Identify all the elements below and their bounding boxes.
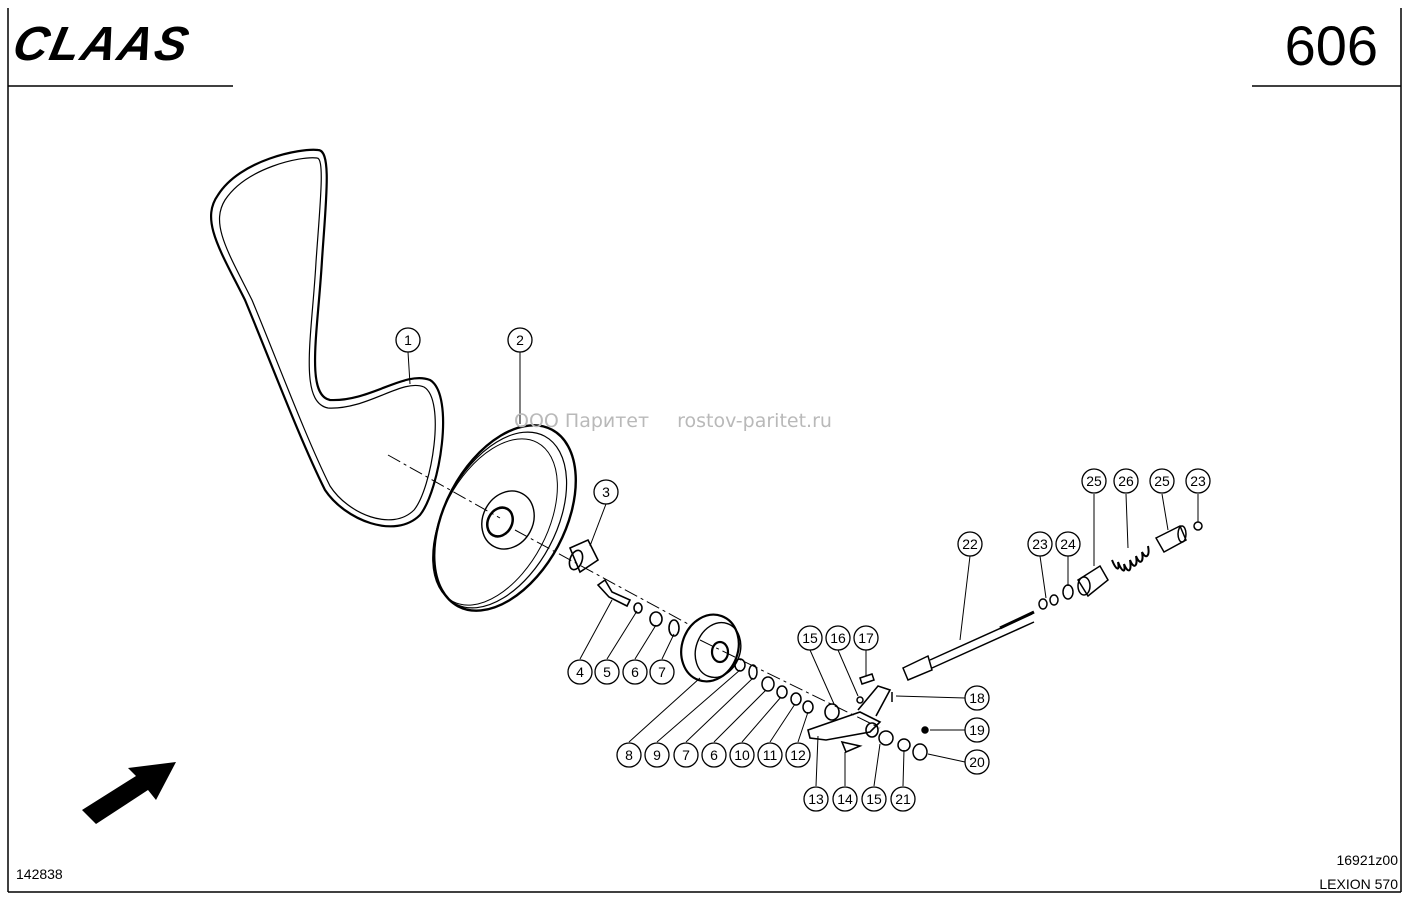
callout-label: 18 [969, 690, 985, 706]
direction-arrow [82, 762, 176, 824]
spring-assembly [1038, 521, 1203, 610]
callout-11: 11 [757, 742, 783, 768]
callout-label: 8 [625, 747, 633, 763]
sheet-frame [7, 8, 1402, 893]
callout-label: 6 [710, 747, 718, 763]
callout-label: 19 [969, 722, 985, 738]
drawing-ref: 142838 [16, 866, 63, 882]
callout-8: 8 [616, 742, 642, 768]
callout-label: 20 [969, 754, 985, 770]
tension-lever [807, 685, 892, 754]
callout-label: 22 [962, 536, 978, 552]
callouts: 1 2 3 4 5 6 7 8 9 7 6 10 11 12 13 14 15 … [395, 327, 1211, 812]
callout-15: 15 [797, 625, 823, 651]
watermark-site: rostov-paritet.ru [677, 410, 832, 432]
page-number: 606 [1284, 14, 1378, 77]
callout-5: 5 [594, 659, 620, 685]
callout-18: 18 [964, 685, 990, 711]
callout-20: 20 [964, 749, 990, 775]
leader-lines [407, 351, 1199, 787]
watermark-company: ООО Паритет [514, 410, 650, 432]
callout-label: 15 [866, 791, 882, 807]
callout-4: 4 [567, 659, 593, 685]
callout-6: 6 [622, 659, 648, 685]
callout-23: 23 [1027, 531, 1053, 557]
callout-label: 3 [602, 484, 610, 500]
callout-26: 26 [1113, 468, 1139, 494]
assembly-centerline [387, 454, 881, 729]
callout-2: 2 [507, 327, 533, 353]
callout-label: 25 [1086, 473, 1102, 489]
idler-roller [680, 613, 742, 683]
callout-label: 23 [1032, 536, 1048, 552]
callout-label: 25 [1154, 473, 1170, 489]
watermark: ООО Паритет rostov-paritet.ru [514, 410, 832, 432]
callout-label: 4 [576, 664, 584, 680]
callout-1: 1 [395, 327, 421, 353]
callout-label: 1 [404, 332, 412, 348]
callout-12: 12 [785, 742, 811, 768]
callout-label: 24 [1060, 536, 1076, 552]
callout-16: 16 [825, 625, 851, 651]
callout-label: 23 [1190, 473, 1206, 489]
threaded-rod [902, 610, 1035, 681]
callout-24: 24 [1055, 531, 1081, 557]
bolt-and-washers [596, 578, 680, 637]
callout-label: 9 [653, 747, 661, 763]
bushing [568, 538, 600, 574]
callout-label: 11 [763, 747, 778, 763]
callout-label: 5 [603, 664, 611, 680]
pulley [432, 424, 577, 612]
callout-label: 12 [790, 747, 806, 763]
callout-13: 13 [803, 786, 829, 812]
callout-6: 6 [701, 742, 727, 768]
callout-label: 17 [858, 630, 874, 646]
callout-label: 2 [516, 332, 524, 348]
callout-label: 14 [837, 791, 853, 807]
callout-label: 7 [682, 747, 690, 763]
callout-label: 26 [1118, 473, 1134, 489]
callout-label: 7 [658, 664, 666, 680]
callout-label: 13 [808, 791, 824, 807]
callout-23: 23 [1185, 468, 1211, 494]
footer-info: 16921z00 LEXION 570 [1319, 848, 1398, 896]
pins-and-nuts [856, 673, 929, 761]
callout-label: 21 [895, 791, 911, 807]
callout-label: 6 [631, 664, 639, 680]
callout-3: 3 [593, 479, 619, 505]
callout-label: 15 [802, 630, 818, 646]
callout-15: 15 [861, 786, 887, 812]
model-name: LEXION 570 [1319, 876, 1398, 892]
figure-code: 16921z00 [1336, 852, 1398, 868]
callout-21: 21 [890, 786, 916, 812]
callout-9: 9 [644, 742, 670, 768]
callout-19: 19 [964, 717, 990, 743]
callout-label: 10 [734, 747, 750, 763]
callout-25: 25 [1149, 468, 1175, 494]
callout-label: 16 [830, 630, 846, 646]
callout-10: 10 [729, 742, 755, 768]
callout-7: 7 [673, 742, 699, 768]
drive-belt [210, 148, 445, 528]
callout-7: 7 [649, 659, 675, 685]
callout-17: 17 [853, 625, 879, 651]
callout-22: 22 [957, 531, 983, 557]
callout-25: 25 [1081, 468, 1107, 494]
callout-14: 14 [832, 786, 858, 812]
